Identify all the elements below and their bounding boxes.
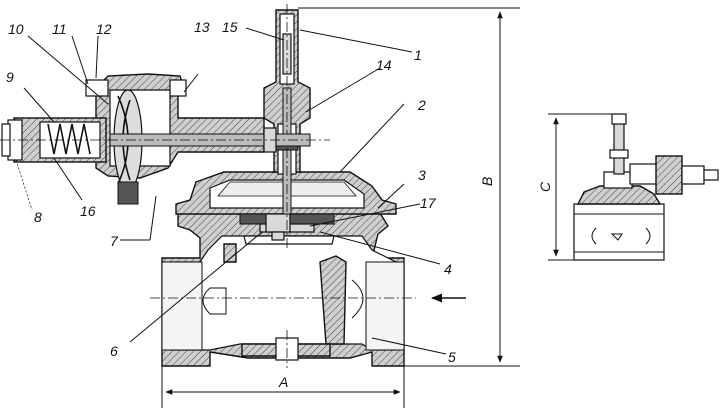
dimension-c-label: C (537, 181, 553, 192)
side-view (573, 113, 719, 261)
callout-4: 4 (444, 261, 452, 277)
callout-15: 15 (222, 19, 238, 35)
callout-9: 9 (6, 69, 14, 85)
callout-8: 8 (34, 209, 42, 225)
callout-17: 17 (420, 195, 437, 211)
callout-10: 10 (8, 21, 24, 37)
leader-lines (15, 27, 447, 355)
dimension-a-label: A (278, 374, 288, 390)
callout-1: 1 (414, 47, 422, 63)
solenoid-actuator (0, 73, 330, 205)
callout-6: 6 (110, 343, 118, 359)
callout-11: 11 (52, 21, 67, 37)
dimension-c (548, 113, 614, 261)
callout-3: 3 (418, 167, 426, 183)
callout-5: 5 (448, 349, 456, 365)
dimension-b-label: B (479, 177, 495, 186)
callout-12: 12 (96, 21, 112, 37)
valve-body (161, 209, 405, 368)
dimension-b (298, 7, 520, 367)
callout-14: 14 (376, 57, 392, 73)
callout-2: 2 (417, 97, 426, 113)
callout-16: 16 (80, 203, 96, 219)
callout-7: 7 (110, 233, 119, 249)
dimension-a (161, 366, 405, 408)
callout-13: 13 (194, 19, 210, 35)
